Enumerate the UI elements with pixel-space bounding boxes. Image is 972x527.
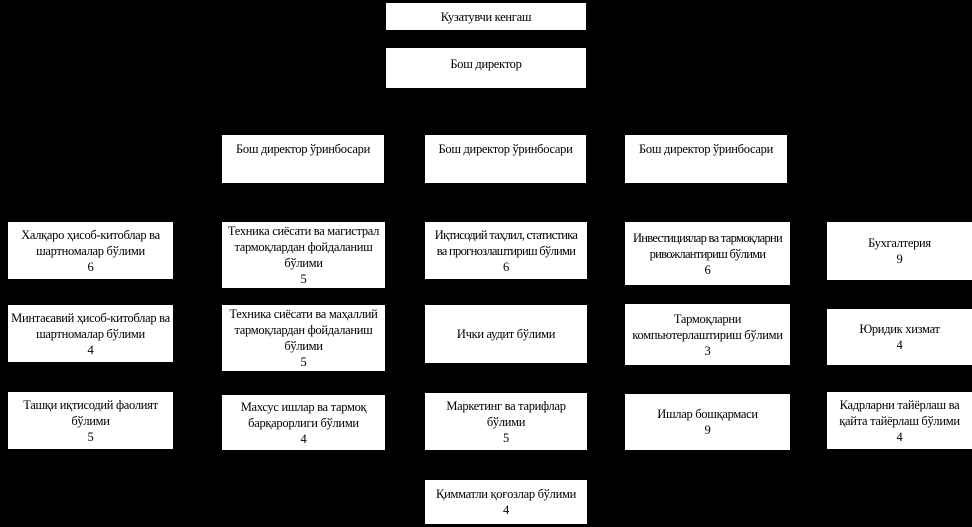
org-node-label: Бухгалтерия	[868, 236, 931, 250]
org-node-staff-count: 3	[704, 343, 711, 358]
org-node-staff-count: 6	[503, 259, 509, 274]
org-node-label: Инвестициялар ва тармоқларни ривожлантир…	[632, 230, 783, 261]
org-node-affairs-administration: Ишлар бошқармаси 9	[625, 394, 790, 450]
org-node-deputy-general-director-2: Бош директор ўринбосари	[425, 135, 586, 183]
org-node-staff-count: 6	[704, 262, 711, 277]
org-node-accounting: Бухгалтерия 9	[827, 222, 972, 280]
org-node-staff-count: 5	[300, 355, 307, 369]
org-node-staff-count: 5	[300, 272, 307, 286]
org-node-general-director: Бош директор	[386, 48, 586, 88]
org-node-label: Ташқи иқтисодий фаолият бўлими	[23, 397, 158, 428]
org-node-label: Халқаро ҳисоб-китоблар ва шартномалар бў…	[21, 227, 160, 258]
org-node-staff-count: 4	[300, 431, 307, 446]
org-node-staff-count: 4	[896, 429, 903, 444]
org-node-internal-audit: Ички аудит бўлими	[425, 305, 587, 363]
org-node-investments-network-dev: Инвестициялар ва тармоқларни ривожлантир…	[625, 222, 790, 285]
org-node-label: Ички аудит бўлими	[456, 327, 556, 341]
org-node-label: Техника сиёсати ва маҳаллий тармоқлардан…	[229, 307, 378, 353]
org-node-marketing-tariffs: Маркетинг ва тарифлар бўлими 5	[425, 393, 587, 450]
org-node-special-works: Махсус ишлар ва тармоқ барқарорлиги бўли…	[222, 395, 385, 450]
org-node-international-accounts: Халқаро ҳисоб-китоблар ва шартномалар бў…	[8, 222, 173, 279]
org-node-label: Бош директор	[450, 57, 522, 71]
org-node-local-networks: Техника сиёсати ва маҳаллий тармоқлардан…	[222, 305, 385, 371]
org-node-deputy-general-director-1: Бош директор ўринбосари	[222, 135, 384, 183]
org-node-label: Иқтисодий таҳлил, статистика ва прогнозл…	[434, 227, 578, 258]
org-node-network-computerization: Тармоқларни компьютерлаштириш бўлими 3	[625, 304, 790, 365]
org-node-label: Бош директор ўринбосари	[438, 142, 573, 156]
org-node-staff-count: 9	[704, 423, 711, 437]
org-node-personnel-training: Кадрларни тайёрлаш ва қайта тайёрлаш бўл…	[827, 392, 972, 449]
org-node-label: Юридик хизмат	[859, 322, 940, 336]
org-node-supervisory-board: Кузатувчи кенгаш	[386, 3, 586, 30]
org-node-label: Кузатувчи кенгаш	[440, 9, 532, 24]
org-node-staff-count: 6	[87, 259, 94, 274]
org-node-label: Қимматли қоғозлар бўлими	[436, 487, 576, 501]
org-node-label: Махсус ишлар ва тармоқ барқарорлиги бўли…	[240, 399, 367, 430]
org-node-label: Ишлар бошқармаси	[657, 407, 758, 421]
org-node-securities: Қимматли қоғозлар бўлими 4	[425, 480, 587, 524]
org-node-deputy-general-director-3: Бош директор ўринбосари	[625, 135, 787, 183]
org-node-label: Минтаєавий ҳисоб-китоблар ва шартномалар…	[11, 310, 170, 341]
org-node-label: Кадрларни тайёрлаш ва қайта тайёрлаш бўл…	[839, 397, 960, 428]
org-node-label: Техника сиёсати ва магистрал тармоқларда…	[227, 224, 380, 270]
org-node-label: Бош директор ўринбосари	[236, 142, 370, 156]
org-node-economic-analysis: Иқтисодий таҳлил, статистика ва прогнозл…	[425, 222, 587, 279]
org-node-legal-service: Юридик хизмат 4	[827, 309, 972, 365]
org-node-staff-count: 4	[503, 503, 509, 517]
org-node-label: Маркетинг ва тарифлар бўлими	[446, 398, 566, 429]
org-node-staff-count: 4	[896, 338, 903, 352]
org-node-staff-count: 5	[87, 429, 94, 444]
org-node-foreign-economic-activity: Ташқи иқтисодий фаолият бўлими 5	[8, 392, 173, 449]
org-node-staff-count: 4	[87, 342, 94, 357]
org-node-label: Бош директор ўринбосари	[639, 142, 773, 156]
org-node-label: Тармоқларни компьютерлаштириш бўлими	[632, 311, 783, 342]
org-node-staff-count: 5	[503, 430, 509, 445]
org-node-backbone-networks: Техника сиёсати ва магистрал тармоқларда…	[222, 222, 385, 288]
org-node-regional-accounts: Минтаєавий ҳисоб-китоблар ва шартномалар…	[8, 305, 173, 362]
org-node-staff-count: 9	[896, 252, 903, 266]
